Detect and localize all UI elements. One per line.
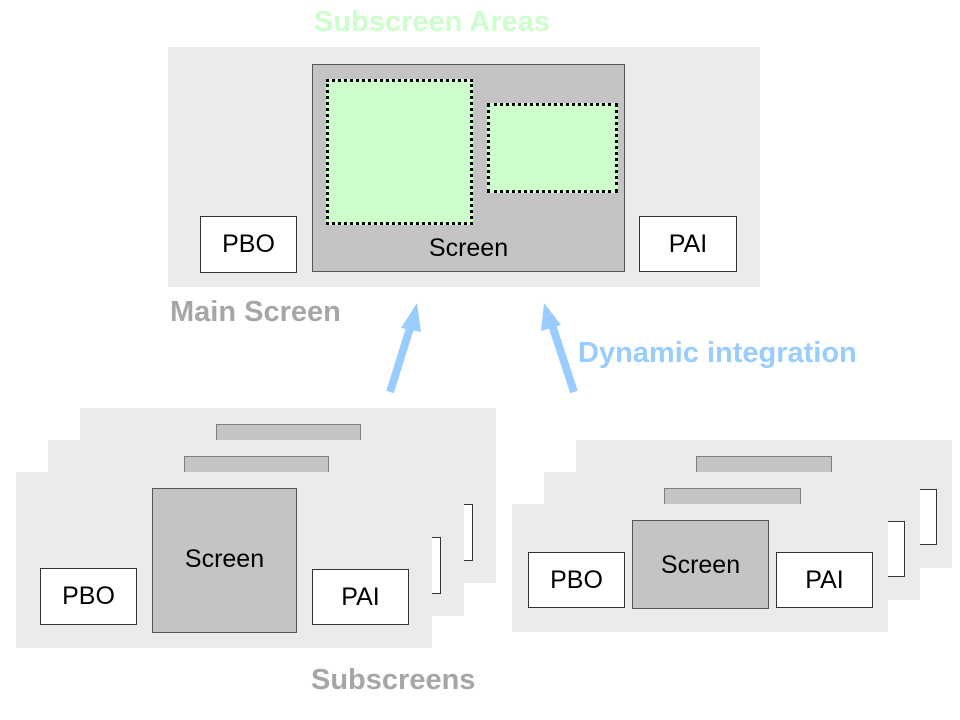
main-screen-label: Screen [428,234,509,262]
right-stack-screen-box: Screen [632,520,769,609]
right-stack-screen-label: Screen [660,551,741,579]
right-stack-pbo-box: PBO [528,552,625,608]
left-stack-pbo-label: PBO [62,582,115,610]
left-stack-pbo-box: PBO [40,568,137,625]
main-pbo-box: PBO [200,216,297,273]
main-screen-caption: Main Screen [170,296,341,328]
subscreens-caption: Subscreens [311,664,476,696]
subscreen-areas-label: Subscreen Areas [314,6,550,38]
main-pai-box: PAI [639,216,737,272]
left-stack-screen-box: Screen [152,488,297,633]
left-stack-pai-box: PAI [312,569,409,625]
subscreen-area-2 [487,103,618,193]
left-arrow-icon [386,303,421,394]
right-arrow-icon [541,303,578,394]
right-stack-pai-label: PAI [805,565,844,594]
dynamic-integration-label: Dynamic integration [578,337,857,369]
right-stack-pbo-label: PBO [550,565,603,594]
left-stack-pai-label: PAI [341,582,380,611]
main-pbo-label: PBO [222,230,275,258]
subscreen-area-1 [326,79,473,225]
main-pai-label: PAI [668,229,708,258]
left-stack-screen-label: Screen [184,545,265,573]
right-stack-pai-box: PAI [776,552,873,608]
